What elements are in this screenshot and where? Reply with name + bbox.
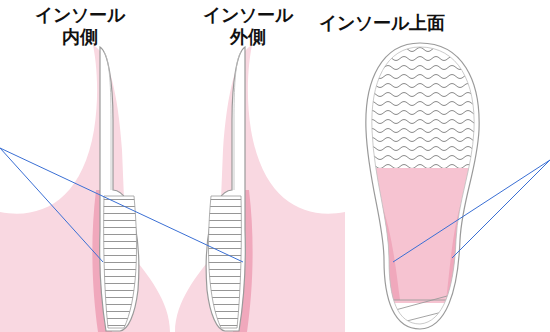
view-title: インソール 外側 bbox=[198, 4, 298, 47]
inner-side-view bbox=[0, 45, 170, 332]
view-title: インソール 内側 bbox=[30, 4, 130, 47]
outer-side-view bbox=[175, 45, 345, 332]
leader-lines bbox=[0, 148, 550, 262]
top-view bbox=[360, 40, 490, 329]
view-title: インソール上面 bbox=[292, 12, 472, 34]
